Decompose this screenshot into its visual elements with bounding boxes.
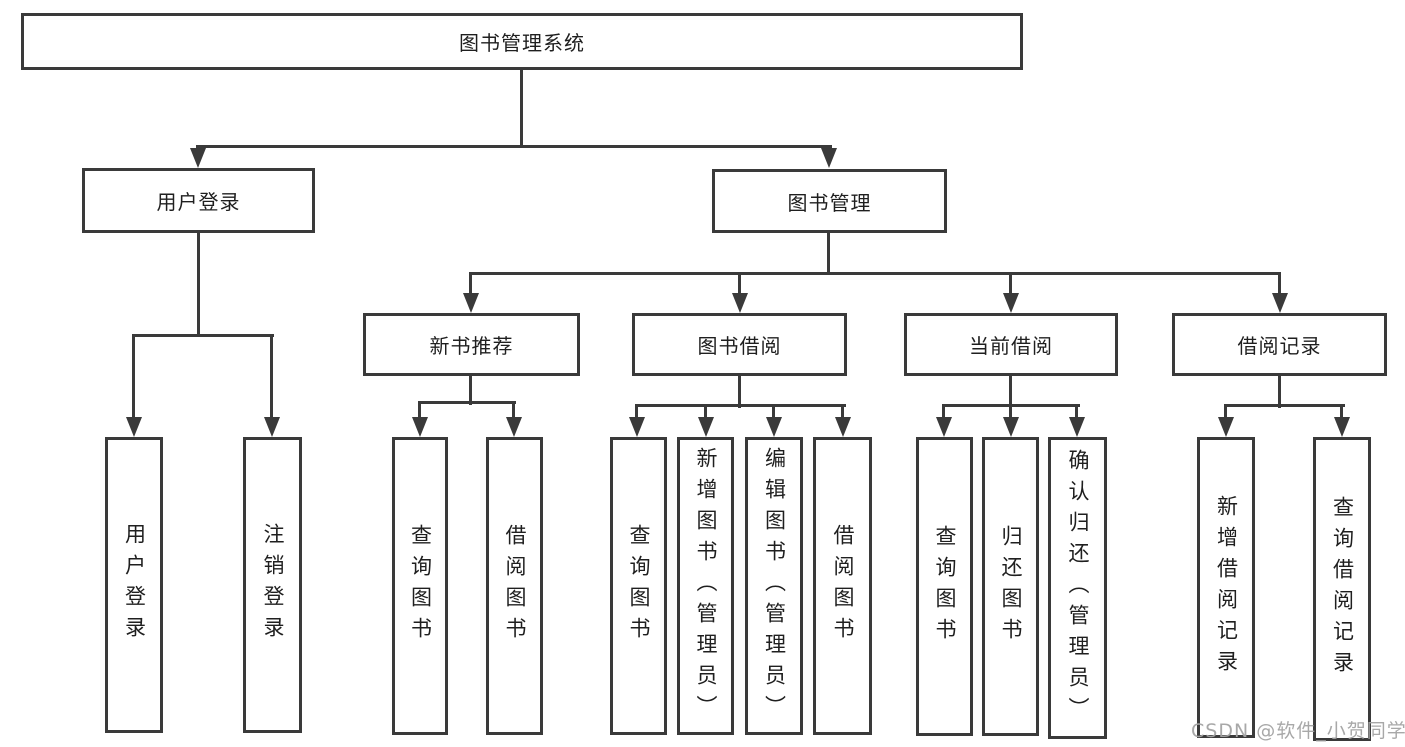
node-label: 当前借阅	[969, 334, 1053, 358]
arrowhead-down	[1069, 417, 1085, 437]
connector-book-mgmt-rail	[469, 272, 1281, 275]
leaf-return-book: 归还图书	[982, 437, 1039, 736]
node-label: 借阅记录	[1237, 334, 1322, 358]
arrowhead-down	[506, 417, 522, 437]
node-label: 用户登录	[156, 190, 241, 214]
node-label: 图书借阅	[697, 334, 782, 358]
leaf-query-books-recommend: 查询图书	[392, 437, 448, 735]
node-label: 新书推荐	[429, 334, 514, 358]
arrowhead-down	[1218, 417, 1234, 437]
connector-drop	[1009, 404, 1012, 419]
connector-drop	[841, 404, 844, 419]
connector-drop	[132, 334, 135, 419]
arrowhead-down	[936, 417, 952, 437]
connector-root-stem	[520, 69, 523, 146]
connector-drop	[1340, 404, 1343, 419]
arrowhead-down	[698, 417, 714, 437]
leaf-add-book-admin: 新增图书（管理员）	[677, 437, 734, 735]
connector-rail	[635, 404, 846, 407]
arrowhead-to-new-book-recommend	[463, 293, 479, 313]
connector-drop	[1075, 404, 1078, 419]
leaf-query-books-current: 查询图书	[916, 437, 973, 736]
node-label: 注销登录	[261, 523, 285, 647]
arrowhead-to-leaf-logout	[264, 417, 280, 437]
node-label: 借阅图书	[831, 524, 855, 648]
connector-drop	[635, 404, 638, 419]
leaf-user-login: 用户登录	[105, 437, 163, 733]
connector-drop	[738, 272, 741, 296]
node-label: 归还图书	[999, 524, 1023, 649]
connector-drop	[512, 401, 515, 419]
connector-stem	[1278, 376, 1281, 408]
connector-drop	[704, 404, 707, 419]
connector-rail	[1224, 404, 1345, 407]
arrowhead-to-user-login	[190, 148, 206, 168]
node-label: 新增借阅记录	[1214, 494, 1239, 681]
connector-drop	[1278, 272, 1281, 296]
node-current-borrow: 当前借阅	[904, 313, 1118, 376]
leaf-add-borrow-record: 新增借阅记录	[1197, 437, 1255, 738]
connector-user-login-stem	[197, 232, 200, 336]
arrowhead-to-book-management	[821, 148, 837, 168]
node-label: 确认归还（管理员）	[1066, 448, 1090, 728]
node-borrow-records: 借阅记录	[1172, 313, 1387, 376]
connector-drop	[772, 404, 775, 419]
node-new-book-recommend: 新书推荐	[363, 313, 580, 376]
node-library-system: 图书管理系统	[21, 13, 1023, 70]
connector-stem	[1009, 376, 1012, 408]
connector-book-mgmt-stem	[827, 233, 830, 274]
connector-stem	[738, 376, 741, 408]
leaf-borrow-books-borrow: 借阅图书	[813, 437, 872, 735]
node-label: 查询图书	[408, 524, 433, 648]
leaf-query-borrow-record: 查询借阅记录	[1313, 437, 1371, 741]
connector-rail	[418, 401, 516, 404]
arrowhead-to-leaf-user-login	[126, 417, 142, 437]
arrowhead-down	[835, 417, 851, 437]
leaf-logout: 注销登录	[243, 437, 302, 733]
node-label: 图书管理	[787, 190, 872, 215]
leaf-borrow-books-recommend: 借阅图书	[486, 437, 543, 735]
node-label: 查询图书	[933, 524, 957, 649]
node-label: 查询借阅记录	[1330, 496, 1355, 682]
connector-drop	[418, 401, 421, 419]
node-label: 新增图书（管理员）	[694, 446, 718, 726]
arrowhead-down	[1003, 417, 1019, 437]
node-label: 借阅图书	[503, 524, 527, 648]
connector-drop	[1009, 272, 1012, 296]
node-label: 图书管理系统	[459, 31, 585, 55]
leaf-query-books-borrow: 查询图书	[610, 437, 667, 735]
node-label: 查询图书	[627, 524, 651, 648]
arrowhead-down	[629, 417, 645, 437]
arrowhead-down	[412, 417, 428, 437]
watermark: CSDN @软件_小贺同学	[1191, 720, 1405, 742]
connector-drop	[942, 404, 945, 419]
arrowhead-to-current-borrow	[1003, 293, 1019, 313]
node-label: 编辑图书（管理员）	[762, 446, 787, 726]
arrowhead-down	[1334, 417, 1350, 437]
node-book-management: 图书管理	[712, 169, 947, 233]
connector-root-rail	[196, 145, 832, 148]
arrowhead-to-book-borrow	[732, 293, 748, 313]
leaf-edit-book-admin: 编辑图书（管理员）	[745, 437, 803, 735]
connector-drop	[469, 272, 472, 296]
leaf-confirm-return-admin: 确认归还（管理员）	[1048, 437, 1107, 739]
connector-drop	[1224, 404, 1227, 419]
connector-drop	[270, 334, 273, 419]
arrowhead-down	[766, 417, 782, 437]
node-user-login: 用户登录	[82, 168, 315, 233]
connector-user-login-rail	[132, 334, 274, 337]
connector-stem	[469, 376, 472, 405]
node-book-borrow: 图书借阅	[632, 313, 847, 376]
arrowhead-to-borrow-records	[1272, 293, 1288, 313]
node-label: 用户登录	[122, 523, 147, 647]
